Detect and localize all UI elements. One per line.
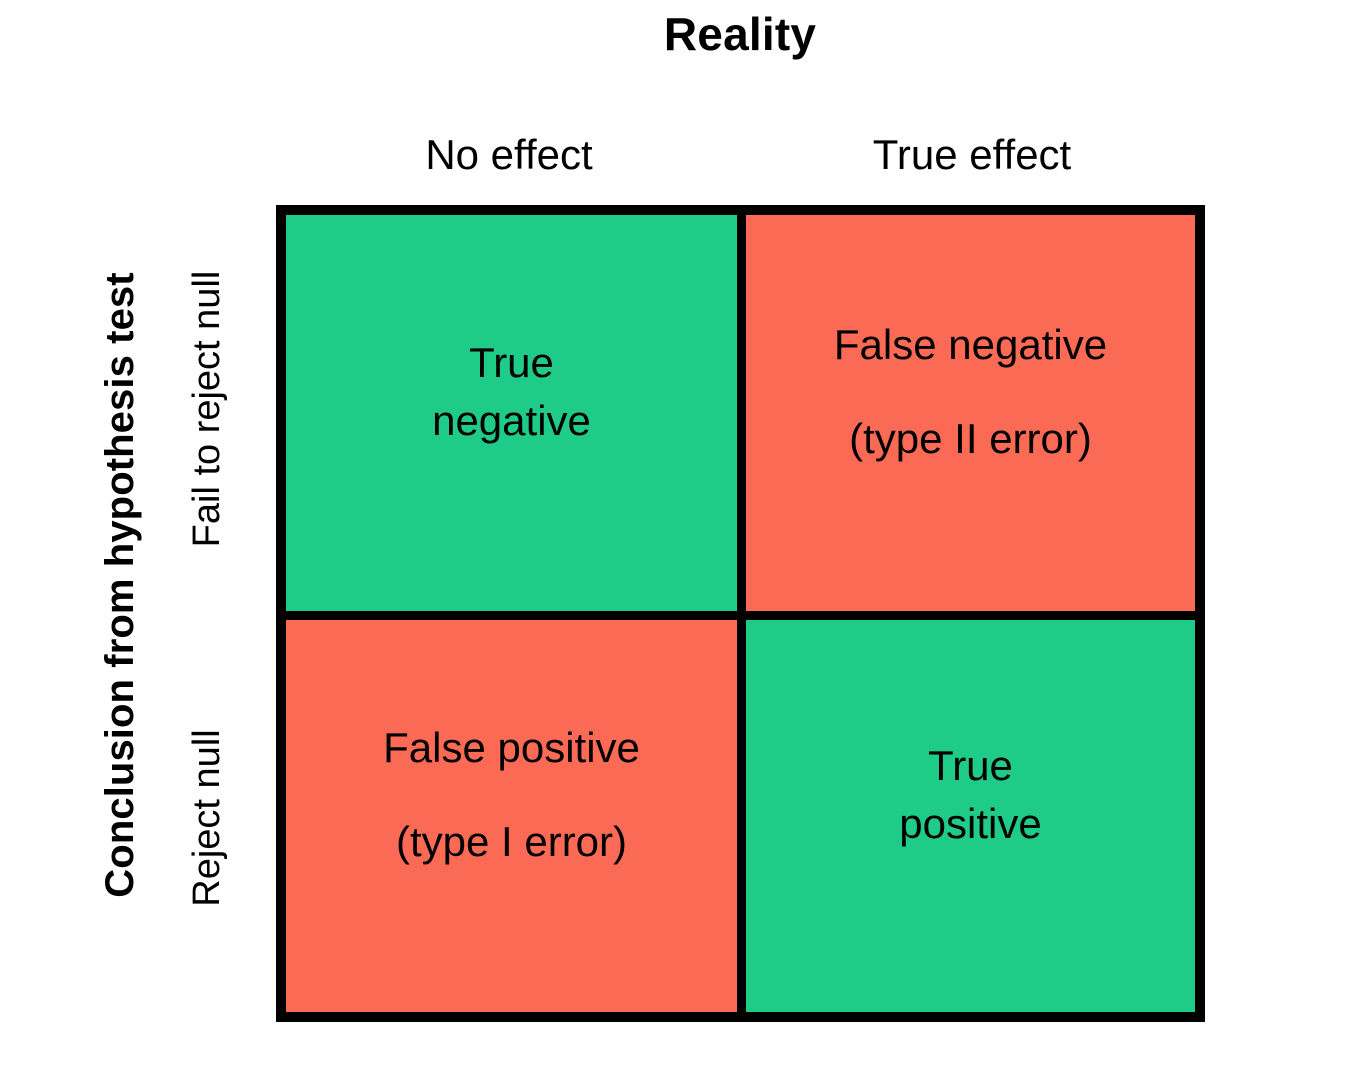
cell-true-negative-line2: negative: [432, 397, 591, 444]
reality-title: Reality: [663, 8, 817, 60]
cell-false-negative: False negative (type II error): [746, 215, 1195, 611]
cell-false-negative-line1: False negative: [833, 321, 1108, 368]
cell-false-negative-line2: (type II error): [849, 415, 1092, 462]
cell-true-positive-line1: True: [928, 742, 1013, 789]
cell-true-positive-line2: positive: [899, 800, 1042, 847]
cell-false-positive: False positive (type I error): [286, 620, 737, 1012]
conclusion-axis-title: Conclusion from hypothesis test: [98, 272, 142, 898]
row-label-reject-null: Reject null: [186, 729, 228, 907]
matrix-grid: True negative False negative (type II er…: [276, 205, 1205, 1022]
cell-true-negative: True negative: [286, 215, 737, 611]
column-header-no-effect: No effect: [425, 131, 593, 178]
row-label-fail-to-reject-null: Fail to reject null: [186, 270, 228, 548]
cell-true-positive: True positive: [746, 620, 1195, 1012]
cell-true-negative-line1: True: [469, 339, 554, 386]
cell-false-positive-line1: False positive: [383, 724, 640, 771]
cell-false-positive-line2: (type I error): [395, 818, 628, 865]
column-header-true-effect: True effect: [872, 131, 1072, 178]
